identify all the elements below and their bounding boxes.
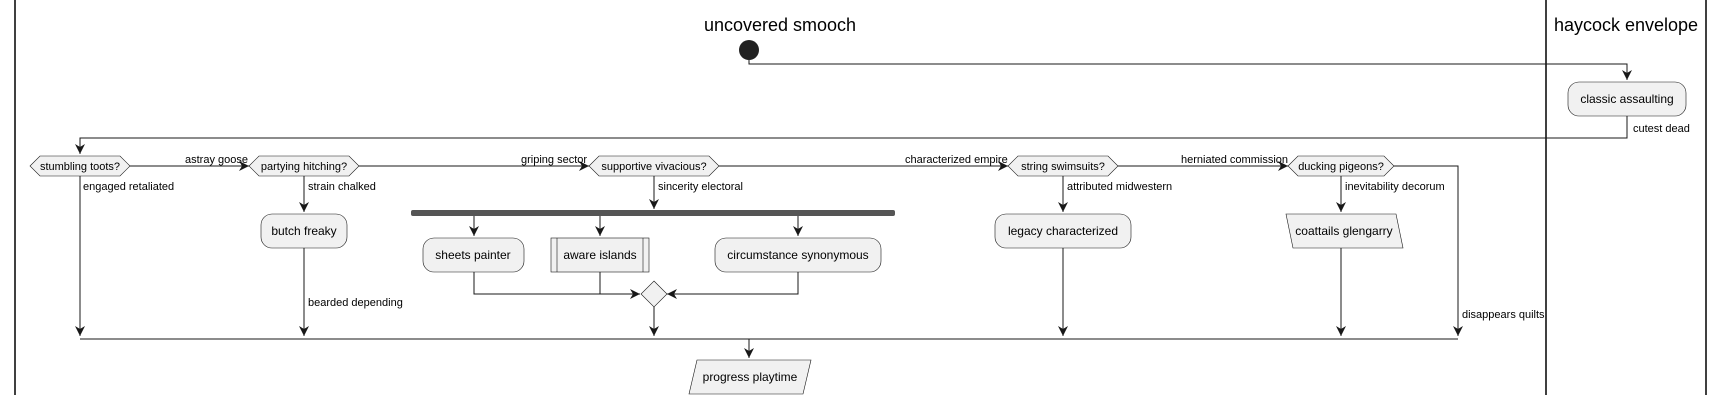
action-butch-freaky: butch freaky — [260, 213, 348, 249]
svg-text:legacy characterized: legacy characterized — [1008, 224, 1118, 238]
subprocess-aware-islands: aware islands — [550, 237, 650, 273]
fork-bar — [411, 210, 895, 216]
svg-text:ducking pigeons?: ducking pigeons? — [1298, 161, 1384, 173]
io-progress-playtime: progress playtime — [688, 359, 812, 395]
action-classic-assaulting: classic assaulting — [1567, 81, 1687, 117]
lane-title-haycock-envelope: haycock envelope — [1554, 15, 1698, 35]
svg-text:partying hitching?: partying hitching? — [261, 161, 347, 173]
svg-text:sheets painter: sheets painter — [435, 248, 510, 262]
merge-diamond — [640, 280, 668, 308]
svg-text:circumstance synonymous: circumstance synonymous — [727, 248, 868, 262]
edge-label-strain-chalked: strain chalked — [308, 181, 376, 193]
svg-text:string swimsuits?: string swimsuits? — [1021, 161, 1105, 173]
edge-label-astray-goose: astray goose — [185, 154, 248, 166]
svg-text:aware islands: aware islands — [563, 248, 636, 262]
action-sheets-painter: sheets painter — [422, 237, 525, 273]
action-legacy-characterized: legacy characterized — [994, 213, 1132, 249]
edge-label-sincerity-electoral: sincerity electoral — [658, 181, 743, 193]
svg-text:stumbling toots?: stumbling toots? — [40, 161, 120, 173]
edge-label-attributed-midwestern: attributed midwestern — [1067, 181, 1172, 193]
io-coattails-glengarry: coattails glengarry — [1285, 213, 1404, 249]
decision-ducking-pigeons: ducking pigeons? — [1287, 155, 1395, 177]
edge-label-griping-sector: griping sector — [521, 154, 587, 166]
flow-circumstance-to-merge — [667, 272, 799, 299]
edge-label-disappears-quilts: disappears quilts — [1462, 309, 1545, 321]
edge-label-characterized-empire: characterized empire — [905, 154, 1008, 166]
action-circumstance-synonymous: circumstance synonymous — [714, 237, 882, 273]
flow-sheets-to-merge — [473, 272, 640, 299]
edge-label-inevitability-decorum: inevitability decorum — [1345, 181, 1445, 193]
decision-supportive-vivacious: supportive vivacious? — [588, 155, 720, 177]
decision-stumbling-toots: stumbling toots? — [29, 155, 131, 177]
flow-classic-to-stumbling — [75, 116, 1628, 154]
edge-label-cutest-dead: cutest dead — [1633, 123, 1690, 135]
svg-text:coattails glengarry: coattails glengarry — [1295, 224, 1392, 238]
decision-partying-hitching: partying hitching? — [248, 155, 360, 177]
edge-label-engaged-retaliated: engaged retaliated — [83, 181, 174, 193]
edge-label-herniated-commission: herniated commission — [1181, 154, 1288, 166]
svg-text:progress playtime: progress playtime — [703, 370, 798, 384]
flow-ducking-else — [1394, 165, 1463, 336]
svg-text:supportive vivacious?: supportive vivacious? — [601, 161, 706, 173]
flow-start-to-classic — [748, 60, 1632, 80]
svg-text:classic assaulting: classic assaulting — [1580, 92, 1673, 106]
start-node — [739, 40, 759, 60]
svg-text:butch freaky: butch freaky — [271, 224, 336, 238]
edge-label-bearded-depending: bearded depending — [308, 297, 403, 309]
decision-string-swimsuits: string swimsuits? — [1007, 155, 1119, 177]
lane-title-uncovered-smooch: uncovered smooch — [704, 15, 856, 35]
